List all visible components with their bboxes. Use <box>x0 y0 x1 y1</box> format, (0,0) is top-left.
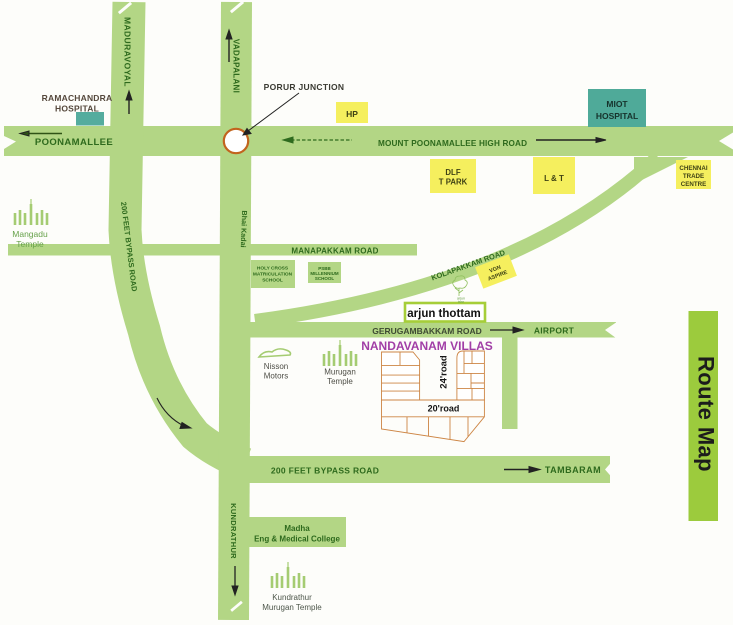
svg-text:Bhai Kadai: Bhai Kadai <box>239 210 249 247</box>
svg-text:Murugan Temple: Murugan Temple <box>262 603 322 612</box>
svg-text:MIOT: MIOT <box>606 99 628 109</box>
svg-text:Murugan: Murugan <box>324 368 356 377</box>
svg-text:tree: tree <box>458 300 464 304</box>
svg-text:24'road: 24'road <box>439 355 450 389</box>
svg-text:Nisson: Nisson <box>264 362 288 371</box>
svg-text:CENTRE: CENTRE <box>681 181 706 188</box>
svg-text:Eng & Medical College: Eng & Medical College <box>254 535 340 544</box>
svg-text:NANDAVANAM VILLAS: NANDAVANAM VILLAS <box>361 339 493 353</box>
svg-text:DLF: DLF <box>445 168 460 177</box>
svg-text:HOLY CROSS: HOLY CROSS <box>257 266 289 272</box>
svg-text:RAMACHANDRA: RAMACHANDRA <box>42 93 113 103</box>
svg-text:GERUGAMBAKKAM ROAD: GERUGAMBAKKAM ROAD <box>372 326 482 336</box>
svg-text:L & T: L & T <box>544 174 564 183</box>
svg-text:PORUR JUNCTION: PORUR JUNCTION <box>264 82 345 92</box>
svg-text:MILLENNIUM: MILLENNIUM <box>310 271 338 276</box>
svg-text:Route Map: Route Map <box>694 356 719 472</box>
svg-text:POONAMALLEE: POONAMALLEE <box>35 137 113 148</box>
svg-text:VGN: VGN <box>489 265 502 275</box>
svg-text:Mangadu: Mangadu <box>12 229 48 239</box>
svg-text:Madha: Madha <box>284 524 310 533</box>
svg-text:TAMBARAM: TAMBARAM <box>545 465 601 475</box>
svg-text:MATRICULATION: MATRICULATION <box>253 272 293 278</box>
svg-text:20'road: 20'road <box>428 404 460 414</box>
svg-text:T PARK: T PARK <box>439 178 468 187</box>
svg-text:MADURAVOYAL: MADURAVOYAL <box>123 17 133 87</box>
svg-text:HOSPITAL: HOSPITAL <box>55 104 99 114</box>
svg-text:200 FEET BYPASS ROAD: 200 FEET BYPASS ROAD <box>271 466 379 476</box>
svg-text:AIRPORT: AIRPORT <box>534 326 575 336</box>
svg-text:CHENNAI: CHENNAI <box>679 165 707 172</box>
svg-text:KUNDRATHUR: KUNDRATHUR <box>229 503 238 559</box>
svg-text:HOSPITAL: HOSPITAL <box>596 111 638 121</box>
svg-text:arjun thottam: arjun thottam <box>407 308 480 320</box>
svg-text:PSBB: PSBB <box>318 266 331 271</box>
svg-text:SCHOOL: SCHOOL <box>315 276 335 281</box>
svg-text:SCHOOL: SCHOOL <box>262 278 283 284</box>
svg-text:TRADE: TRADE <box>683 173 704 180</box>
svg-text:Temple: Temple <box>16 239 44 249</box>
svg-text:Kundrathur: Kundrathur <box>272 593 312 602</box>
svg-text:arjun: arjun <box>457 297 465 301</box>
svg-text:MOUNT POONAMALLEE HIGH ROAD: MOUNT POONAMALLEE HIGH ROAD <box>378 139 527 148</box>
svg-text:HP: HP <box>346 109 358 119</box>
svg-text:MANAPAKKAM ROAD: MANAPAKKAM ROAD <box>291 247 378 256</box>
svg-text:VADAPALANI: VADAPALANI <box>232 39 241 93</box>
svg-text:Temple: Temple <box>327 377 353 386</box>
svg-text:Motors: Motors <box>264 372 288 381</box>
